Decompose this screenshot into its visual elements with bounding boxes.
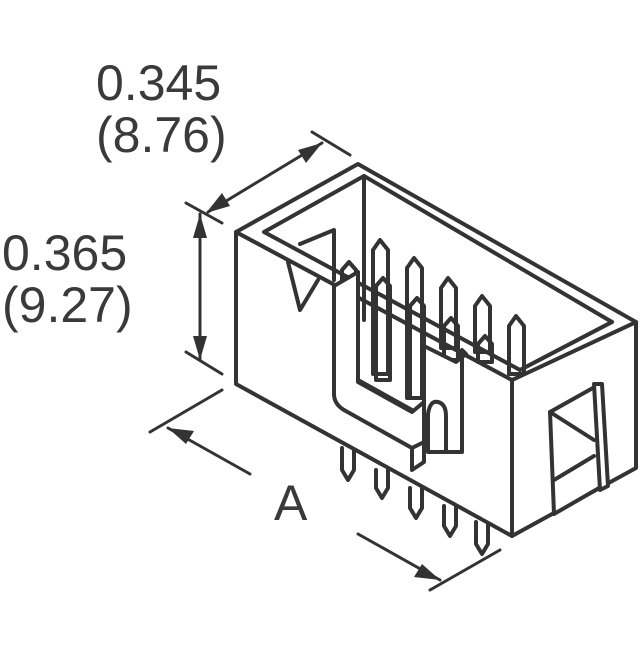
end-window [548, 382, 610, 516]
depth-dimension-line [184, 130, 352, 225]
height-dimension-line [184, 212, 224, 376]
front-slot [332, 270, 468, 472]
depth-dimension-mm: (8.76) [96, 107, 227, 163]
length-dimension-label: A [274, 475, 308, 531]
height-dimension-inches: 0.365 [2, 225, 128, 281]
bottom-pins [340, 446, 490, 556]
height-dimension-mm: (9.27) [2, 277, 133, 333]
depth-dimension-inches: 0.345 [96, 55, 222, 111]
polarization-key [286, 228, 336, 312]
length-dimension-line [148, 388, 502, 592]
